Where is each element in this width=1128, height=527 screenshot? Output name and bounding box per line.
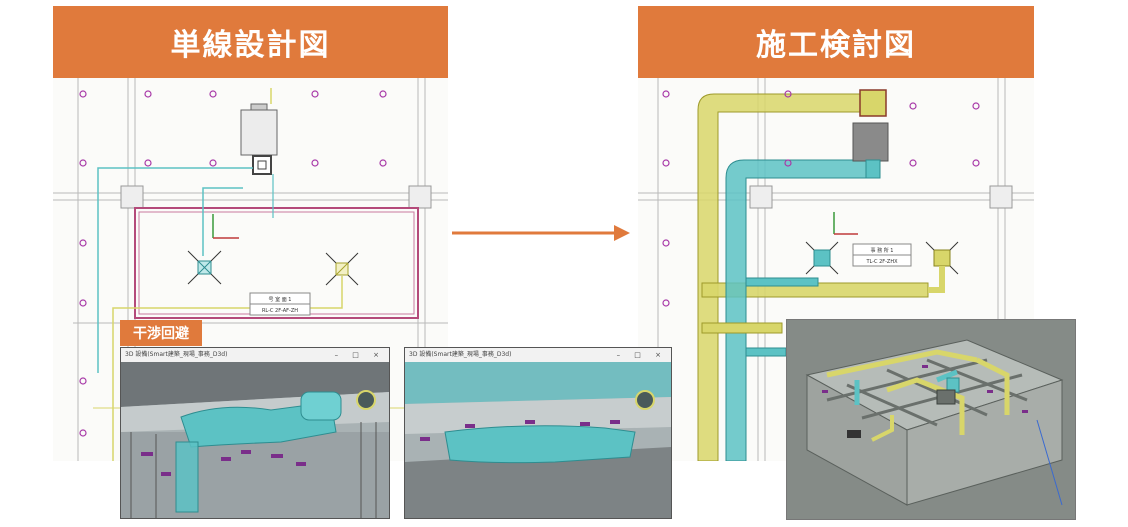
- viewer-window-1-title: 3D 設備(Smart建築_現場_事務_D3d): [125, 351, 228, 358]
- window-controls-icon[interactable]: – □ ×: [334, 351, 385, 359]
- window-controls-icon[interactable]: – □ ×: [616, 351, 667, 359]
- single-line-design-title: 単線設計図: [53, 6, 448, 78]
- viewer-window-2[interactable]: 3D 設備(Smart建築_現場_事務_D3d) – □ ×: [404, 347, 672, 519]
- plan-label-bottom-right: TL-C 2F-ZHX: [865, 259, 898, 265]
- isometric-3d-model: [786, 319, 1076, 520]
- plan-label-top: 号 室 面 1: [269, 296, 292, 303]
- arrow-icon: [452, 225, 630, 241]
- viewer-window-1-titlebar[interactable]: 3D 設備(Smart建築_現場_事務_D3d) – □ ×: [121, 348, 389, 363]
- interference-avoidance-tag: 干渉回避: [120, 320, 202, 346]
- construction-review-title: 施工検討図: [638, 6, 1034, 78]
- viewer-window-2-title: 3D 設備(Smart建築_現場_事務_D3d): [409, 351, 512, 358]
- viewer-window-1[interactable]: 3D 設備(Smart建築_現場_事務_D3d) – □ ×: [120, 347, 390, 519]
- viewer-window-2-titlebar[interactable]: 3D 設備(Smart建築_現場_事務_D3d) – □ ×: [405, 348, 671, 363]
- plan-label-top-right: 事 務 所 1: [871, 247, 894, 254]
- plan-label-bottom: RL-C 2F-AF-ZH: [262, 308, 298, 314]
